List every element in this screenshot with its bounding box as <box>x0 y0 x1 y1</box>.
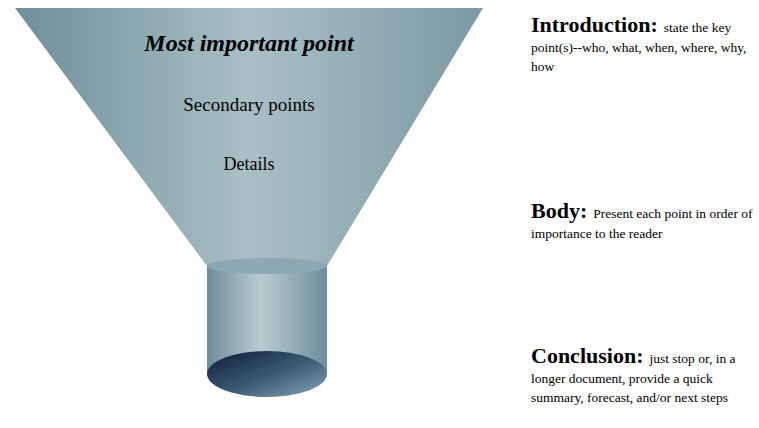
section-note: Conclusion:just stop or, in a longer doc… <box>531 343 755 407</box>
funnel-level-text: Secondary points <box>15 94 483 116</box>
funnel-level-text: Details <box>15 154 483 175</box>
inverted-pyramid-funnel: Most important pointSecondary pointsDeta… <box>15 8 485 400</box>
section-note: Introduction:state the key point(s)--who… <box>531 12 755 76</box>
funnel-level-text: Most important point <box>15 30 483 57</box>
section-heading: Conclusion: <box>531 343 643 368</box>
section-heading: Body: <box>531 198 587 223</box>
funnel-shape <box>15 8 485 400</box>
section-heading: Introduction: <box>531 12 658 37</box>
section-note: Body:Present each point in order of impo… <box>531 198 755 243</box>
